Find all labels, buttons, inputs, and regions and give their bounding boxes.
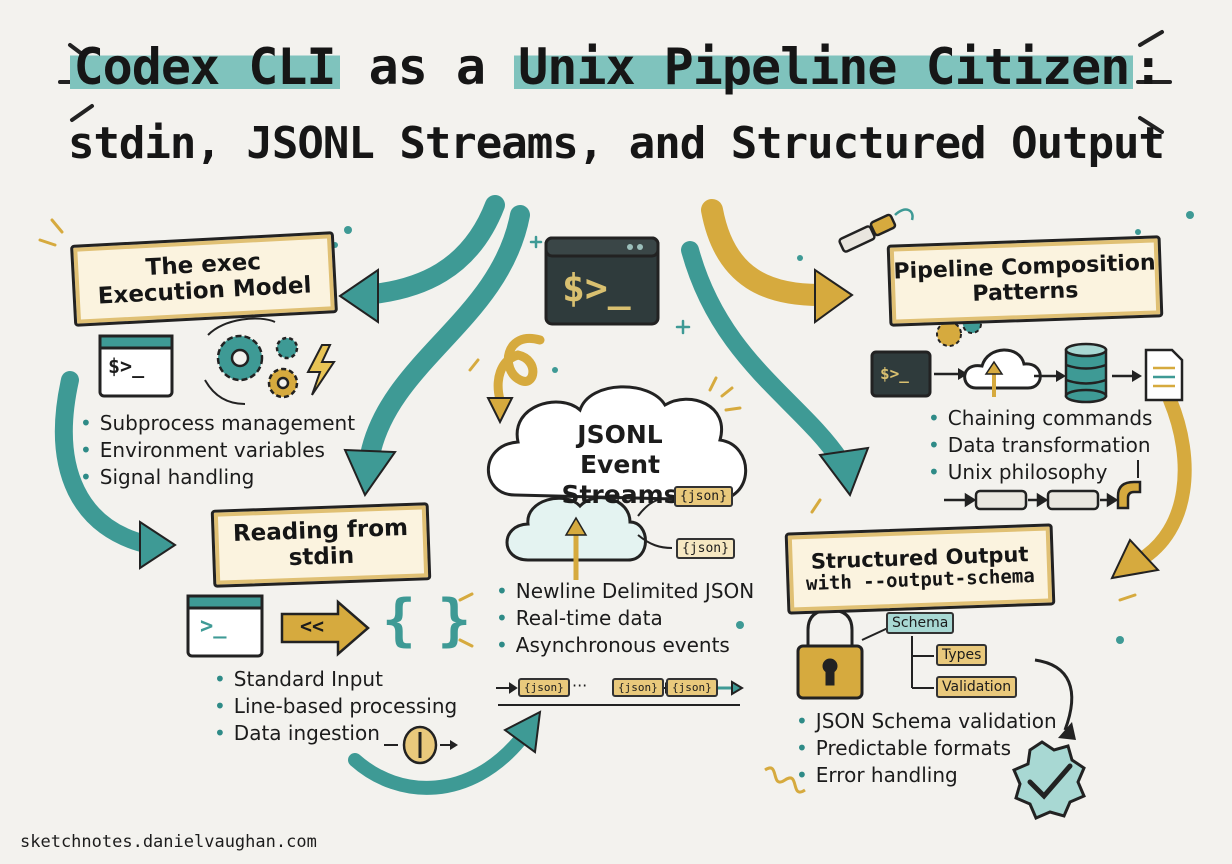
arrow-swirl-to-jsonl <box>493 333 545 405</box>
list-item: Unix philosophy <box>928 459 1152 486</box>
stdin-title-line2: stdin <box>288 542 355 572</box>
list-item: Data transformation <box>928 432 1152 459</box>
input-arrow-label: << <box>300 614 325 638</box>
schema-child-node: Types <box>936 644 988 666</box>
json-tag: {json} <box>674 486 733 507</box>
arrow-head <box>1058 722 1076 740</box>
arrow-head <box>984 360 1004 375</box>
page-title: Codex CLI as a Unix Pipeline Citizen: <box>0 38 1232 96</box>
pipe-connector-icon <box>838 208 914 253</box>
arrow-to-stdin <box>360 205 530 465</box>
list-item: Signal handling <box>80 464 355 491</box>
sparkle-marks <box>38 218 1137 648</box>
stdin-bullets: Standard Input Line-based processing Dat… <box>214 666 457 747</box>
title-colon: : <box>1133 38 1163 96</box>
stdin-terminal-prompt: >_ <box>200 614 227 639</box>
exec-terminal-icon <box>98 334 174 398</box>
jsonl-cloud-shape <box>486 385 748 502</box>
gears-icon <box>216 334 299 399</box>
arrow-head <box>1110 538 1160 580</box>
jsonl-title: JSONL Event Streams <box>530 420 710 510</box>
arrow-exec-to-stdin <box>54 371 159 554</box>
stream-json-tag: {json} <box>612 678 664 697</box>
stream-dots: ··· <box>572 676 588 695</box>
center-terminal-prompt: $>_ <box>562 266 631 310</box>
jsonl-title-line1: JSONL <box>577 420 663 449</box>
exec-bullets: Subprocess management Environment variab… <box>80 410 355 491</box>
schema-tree-lines <box>861 627 934 689</box>
arrow-pipeline-to-structured <box>1133 393 1192 567</box>
arrow-to-pipeline <box>701 199 831 306</box>
lightning-icon <box>306 344 336 396</box>
arrow-to-structured <box>681 241 849 469</box>
squiggle-mark <box>764 766 806 794</box>
arrow-head <box>486 397 514 425</box>
list-item: Predictable formats <box>796 735 1057 762</box>
pipeline-terminal-prompt: $>_ <box>880 364 909 383</box>
pipeline-banner: Pipeline Composition Patterns <box>886 235 1164 327</box>
stdin-terminal-icon <box>186 594 264 658</box>
arrow-to-check-badge <box>1034 658 1074 731</box>
jsonl-title-line2: Event Streams <box>561 450 679 509</box>
input-arrow-icon <box>280 599 370 657</box>
list-item: Environment variables <box>80 437 355 464</box>
arrow-bottom-swoosh <box>348 733 527 795</box>
lock-icon <box>796 608 864 700</box>
database-icon <box>1064 342 1108 404</box>
pipe-chain-icon <box>944 480 1142 511</box>
list-item: Line-based processing <box>214 693 457 720</box>
list-item: Chaining commands <box>928 405 1153 432</box>
arrow-head <box>814 268 854 324</box>
exec-banner: The exec Execution Model <box>70 231 338 327</box>
exec-title-line2: Execution Model <box>97 272 313 310</box>
schema-root-node: Schema <box>886 612 955 634</box>
title-highlight-unix: Unix Pipeline Citizen <box>514 38 1134 96</box>
arrow-head <box>503 710 542 754</box>
plus-marks <box>529 235 691 335</box>
list-item: JSON Schema validation <box>796 708 1057 735</box>
list-item: Standard Input <box>214 666 457 693</box>
cycle-arrow-icon <box>207 317 276 336</box>
arrow-head <box>1056 370 1066 382</box>
list-item: Data ingestion <box>214 720 457 747</box>
list-item: Subprocess management <box>80 410 355 437</box>
stream-arrow <box>637 497 673 517</box>
pipeline-title-line2: Patterns <box>972 278 1079 307</box>
arrow-head <box>818 446 870 498</box>
center-terminal-icon <box>544 236 660 326</box>
stream-arrow <box>637 534 673 549</box>
page-subtitle: stdin, JSONL Streams, and Structured Out… <box>67 118 1165 169</box>
list-item: Asynchronous events <box>496 632 754 659</box>
structured-bullets: JSON Schema validation Predictable forma… <box>796 708 1057 789</box>
cycle-arrow-icon <box>204 379 246 405</box>
exec-terminal-prompt: $>_ <box>108 354 145 378</box>
stdin-banner: Reading from stdin <box>210 502 432 588</box>
json-tag: {json} <box>676 538 735 559</box>
list-item: Newline Delimited JSON <box>496 578 754 605</box>
arrow-head <box>338 268 379 324</box>
list-item: Error handling <box>796 762 1057 789</box>
footer-url: sketchnotes.danielvaughan.com <box>20 832 317 852</box>
stream-json-tag: {json} <box>518 678 570 697</box>
braces-icon: { } <box>382 588 471 653</box>
stream-json-tag: {json} <box>666 678 718 697</box>
structured-banner: Structured Output with --output-schema <box>784 523 1056 615</box>
title-connector: as a <box>339 38 515 96</box>
pipeline-bullets: Chaining commands Data transformation Un… <box>928 405 1153 486</box>
arrow-to-exec <box>355 195 505 305</box>
arrow-head <box>958 368 968 380</box>
title-highlight-codex: Codex CLI <box>69 38 340 96</box>
arrow-head <box>139 520 177 570</box>
arrow-head <box>1132 370 1142 382</box>
pipeline-terminal-icon <box>870 350 932 398</box>
list-item: Real-time data <box>496 605 754 632</box>
cloud-icon <box>963 348 1042 390</box>
schema-child-node: Validation <box>936 676 1018 698</box>
jsonl-bullets: Newline Delimited JSON Real-time data As… <box>496 578 754 659</box>
arrow-head <box>564 516 588 536</box>
document-icon <box>1144 348 1184 402</box>
